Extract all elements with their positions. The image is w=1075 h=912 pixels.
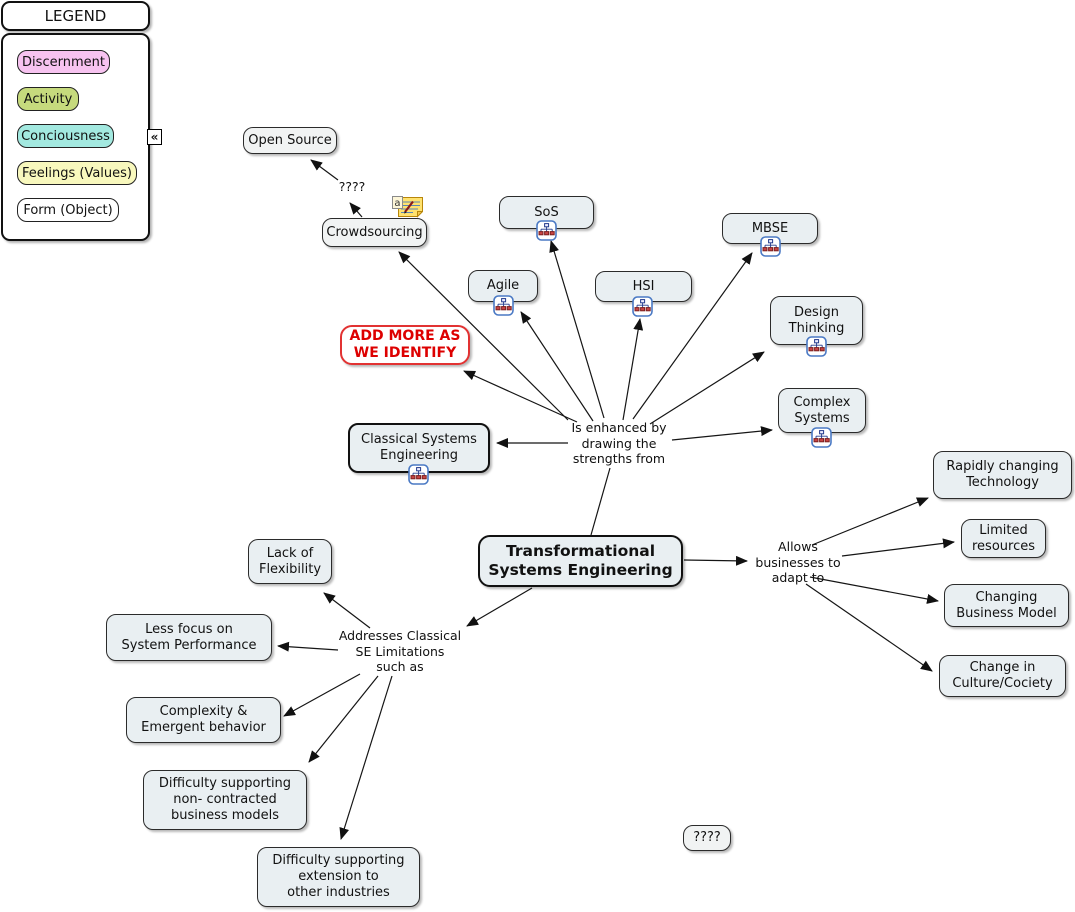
node-difficulty-non-contracted[interactable]: Difficulty supporting non- contracted bu… [143, 770, 307, 830]
node-rapidly-changing-technology[interactable]: Rapidly changing Technology [933, 451, 1072, 499]
annotation-icon[interactable]: a [392, 196, 424, 218]
child-map-icon[interactable] [806, 336, 827, 357]
linking-phrase-enhanced-by[interactable]: Is enhanced by drawing the strengths fro… [571, 420, 667, 467]
node-open-source[interactable]: Open Source [243, 127, 337, 154]
legend-title: LEGEND [1, 1, 150, 31]
legend-item-discernment[interactable]: Discernment [17, 50, 110, 74]
child-map-icon[interactable] [408, 464, 429, 485]
node-complexity-emergent-behavior[interactable]: Complexity & Emergent behavior [126, 697, 281, 743]
child-map-icon[interactable] [536, 220, 557, 241]
node-unknown-placeholder[interactable]: ???? [683, 825, 731, 851]
child-map-icon[interactable] [632, 296, 653, 317]
node-lack-of-flexibility[interactable]: Lack of Flexibility [248, 539, 332, 584]
child-map-icon-glyph [811, 427, 832, 448]
child-map-icon-glyph [632, 296, 653, 317]
child-map-icon[interactable] [493, 295, 514, 316]
connectors-group [277, 159, 955, 840]
child-map-icon[interactable] [760, 236, 781, 257]
annotation-icon-glyph: a [392, 196, 424, 218]
child-map-icon-glyph [408, 464, 429, 485]
linking-phrase-allows-adapt[interactable]: Allows businesses to adapt to [755, 539, 841, 586]
child-map-icon-glyph [806, 336, 827, 357]
legend-item-activity[interactable]: Activity [17, 87, 79, 111]
node-difficulty-extension[interactable]: Difficulty supporting extension to other… [257, 847, 420, 907]
legend-item-conciousness[interactable]: Conciousness [17, 124, 114, 148]
node-less-focus-system-performance[interactable]: Less focus on System Performance [106, 614, 272, 661]
child-map-icon[interactable] [811, 427, 832, 448]
node-crowdsourcing[interactable]: Crowdsourcing [322, 218, 427, 247]
linking-phrase-addresses-limitations[interactable]: Addresses Classical SE Limitations such … [338, 628, 462, 675]
child-map-icon-glyph [536, 220, 557, 241]
legend-title-label: LEGEND [44, 7, 107, 25]
legend-collapse-button[interactable]: « [147, 129, 162, 145]
node-changing-business-model[interactable]: Changing Business Model [944, 584, 1069, 627]
child-map-icon-glyph [493, 295, 514, 316]
legend-panel: Discernment Activity Conciousness Feelin… [1, 33, 150, 241]
node-add-more-alert[interactable]: ADD MORE AS WE IDENTIFY [340, 325, 470, 365]
svg-text:a: a [394, 198, 400, 209]
legend-item-form[interactable]: Form (Object) [17, 198, 119, 222]
node-complex-systems[interactable]: Complex Systems [778, 388, 866, 433]
child-map-icon-glyph [760, 236, 781, 257]
legend-item-feelings[interactable]: Feelings (Values) [17, 161, 137, 185]
node-limited-resources[interactable]: Limited resources [961, 519, 1046, 558]
node-transformational-systems-engineering[interactable]: Transformational Systems Engineering [478, 535, 683, 587]
linking-phrase-unknown[interactable]: ???? [338, 179, 366, 194]
node-change-in-culture[interactable]: Change in Culture/Cociety [939, 655, 1066, 697]
node-design-thinking[interactable]: Design Thinking [770, 296, 863, 345]
